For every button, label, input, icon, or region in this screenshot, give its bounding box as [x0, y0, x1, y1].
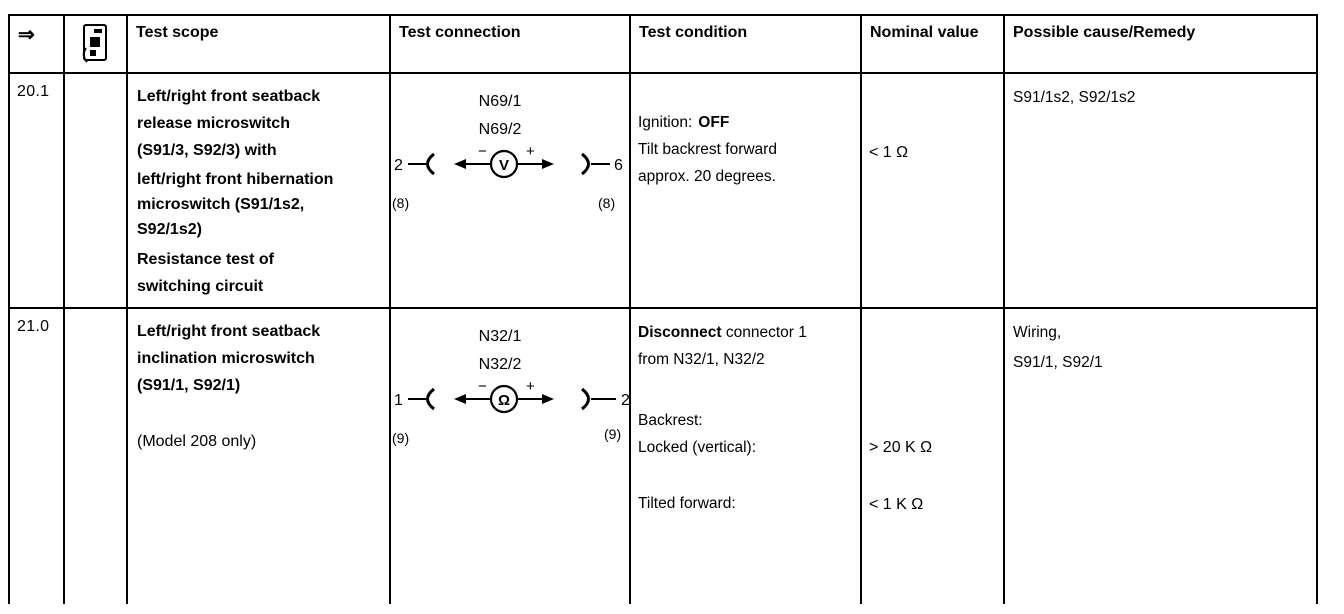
- arrowhead-right: [542, 159, 554, 169]
- scope-paragraph: Left/right front seatback release micros…: [137, 88, 321, 159]
- connection-diagram: N32/1 N32/2 1 − Ω + 2 (9) (9): [392, 328, 630, 446]
- nominal-value: < 1 Ω: [869, 144, 909, 161]
- condition-tilted: Tilted forward:: [638, 495, 736, 512]
- tester-icon: [82, 24, 107, 63]
- step-number: 21.0: [10, 309, 65, 604]
- condition-text: Ignition: OFF Tilt backrest forward appro…: [638, 82, 777, 217]
- scope-model-note: (Model 208 only): [137, 433, 257, 450]
- condition-action: Disconnect: [638, 324, 722, 341]
- step-number: 20.1: [10, 74, 65, 307]
- header-arrow-cell: ⇒: [10, 16, 65, 72]
- double-arrow-icon: ⇒: [18, 24, 35, 46]
- nominal-value-cell: > 20 K Ω < 1 K Ω: [862, 309, 1005, 604]
- condition-locked: Locked (vertical):: [638, 439, 757, 456]
- possible-cause-cell: Wiring, S91/1, S92/1: [1005, 309, 1304, 604]
- arrowhead-right: [542, 394, 554, 404]
- socket-symbol-left: [426, 152, 435, 176]
- scope-paragraph: left/right front hibernation microswitch…: [137, 171, 334, 238]
- icon-column-cell: [65, 74, 128, 307]
- test-table: ⇒ Test scope Test connection Test condit…: [8, 14, 1318, 604]
- meter-letter: V: [499, 157, 509, 174]
- table-row-21-0: 21.0 Left/right front seatback inclinati…: [10, 309, 1316, 604]
- test-connection-cell: N32/1 N32/2 1 − Ω + 2 (9) (9): [391, 309, 631, 604]
- condition-backrest: Backrest:: [638, 412, 703, 429]
- arrowhead-left: [454, 159, 466, 169]
- condition-detail: Tilt backrest forward approx. 20 degrees…: [638, 141, 777, 185]
- connector-label: N69/2: [479, 121, 522, 138]
- meter-letter: Ω: [498, 392, 510, 409]
- header-icon-cell: [65, 16, 128, 72]
- connector-label: N32/1: [479, 328, 522, 345]
- arrowhead-left: [454, 394, 466, 404]
- nominal-value-cell: < 1 Ω: [862, 74, 1005, 307]
- icon-column-cell: [65, 309, 128, 604]
- plus-sign: +: [526, 143, 535, 160]
- cause-text: Wiring, S91/1, S92/1: [1013, 324, 1103, 371]
- socket-symbol-left: [426, 387, 435, 411]
- test-connection-cell: N69/1 N69/2 2 − V + 6 (8) (8): [391, 74, 631, 307]
- header-test-connection: Test connection: [391, 16, 631, 72]
- footnote-right: (8): [598, 195, 615, 211]
- condition-text: Disconnect connector 1 from N32/1, N32/2: [638, 319, 807, 373]
- footnote-left: (8): [392, 195, 409, 211]
- header-test-condition: Test condition: [631, 16, 862, 72]
- table-row-20-1: 20.1 Left/right front seatback release m…: [10, 74, 1316, 309]
- minus-sign: −: [478, 143, 487, 160]
- condition-label: Ignition:: [638, 114, 693, 131]
- pin-number-right: 2: [621, 392, 630, 409]
- condition-value: OFF: [698, 114, 730, 131]
- pin-number-right: 6: [614, 157, 623, 174]
- test-scope-cell: Left/right front seatback inclination mi…: [128, 309, 391, 604]
- pin-number-left: 1: [394, 392, 403, 409]
- connector-label: N69/1: [479, 93, 522, 110]
- condition-detail: connector 1 from N32/1, N32/2: [638, 324, 807, 368]
- test-condition-cell: Disconnect connector 1 from N32/1, N32/2…: [631, 309, 862, 604]
- scope-paragraph: Left/right front seatback inclination mi…: [137, 323, 321, 394]
- test-scope-cell: Left/right front seatback release micros…: [128, 74, 391, 307]
- cause-text: S91/1s2, S92/1s2: [1013, 89, 1136, 106]
- header-test-scope: Test scope: [128, 16, 391, 72]
- scope-paragraph: Resistance test of switching circuit: [137, 251, 274, 295]
- possible-cause-cell: S91/1s2, S92/1s2: [1005, 74, 1304, 307]
- header-possible-cause: Possible cause/Remedy: [1013, 24, 1196, 41]
- nominal-value-locked: > 20 K Ω: [869, 439, 933, 456]
- socket-symbol-right: [581, 387, 590, 411]
- table-header-row: ⇒ Test scope Test connection Test condit…: [10, 16, 1316, 74]
- pin-number-left: 2: [394, 157, 403, 174]
- connection-diagram: N69/1 N69/2 2 − V + 6 (8) (8): [392, 93, 623, 211]
- connector-label: N32/2: [479, 356, 522, 373]
- socket-symbol-right: [581, 152, 590, 176]
- header-nominal-value: Nominal value: [862, 16, 1005, 72]
- test-condition-cell: Ignition: OFF Tilt backrest forward appro…: [631, 74, 862, 307]
- footnote-right: (9): [604, 426, 621, 442]
- footnote-left: (9): [392, 430, 409, 446]
- minus-sign: −: [478, 378, 487, 395]
- nominal-value-tilted: < 1 K Ω: [869, 496, 924, 513]
- plus-sign: +: [526, 378, 535, 395]
